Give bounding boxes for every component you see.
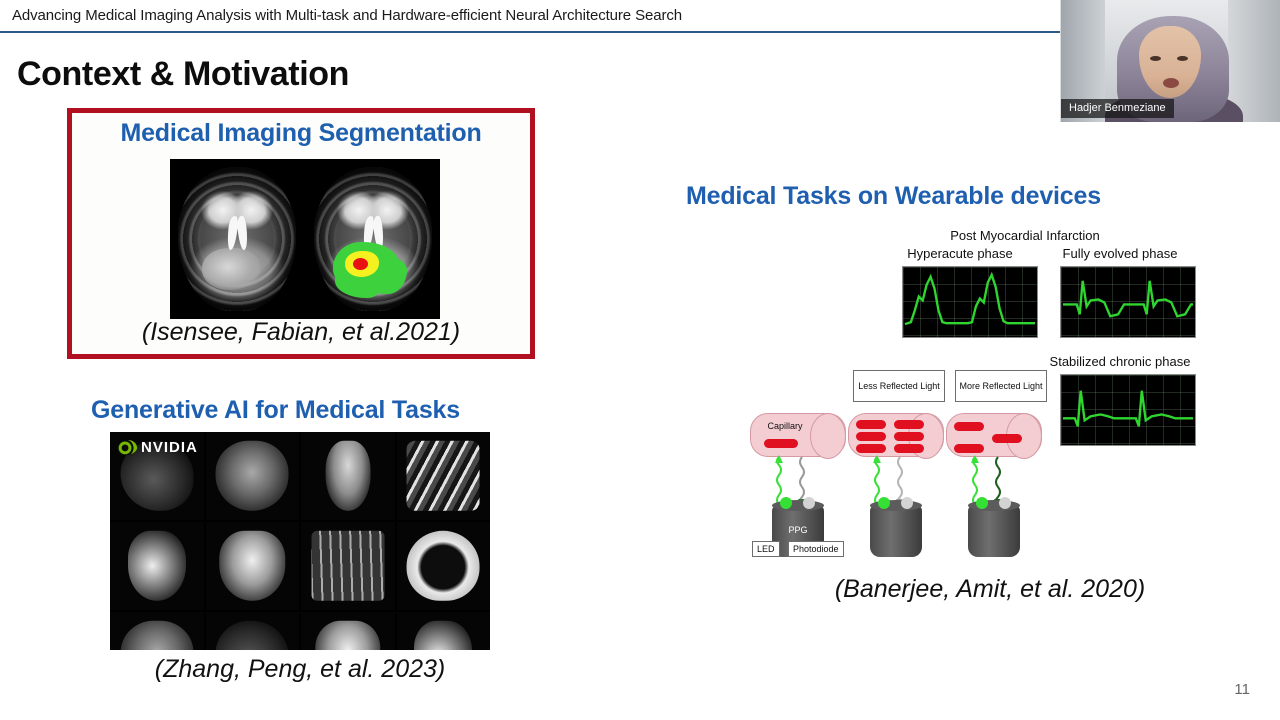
- ecg-trace-fully-evolved: [1060, 266, 1196, 338]
- red-blood-cell: [856, 444, 886, 453]
- ppg-diagram-low-perfusion: Capillary PPG LED Photodiode: [750, 413, 846, 558]
- brain-gyri-texture: [178, 167, 296, 311]
- scan-tile: [110, 612, 204, 650]
- led-tag: LED: [752, 541, 780, 557]
- scan-tile: [301, 432, 395, 520]
- ecg-label-hyperacute: Hyperacute phase: [907, 246, 1013, 261]
- page-title: Context & Motivation: [17, 55, 349, 93]
- segmentation-citation: (Isensee, Fabian, et al.2021): [141, 318, 461, 346]
- ecg-gridlines: [903, 267, 1037, 337]
- medical-scan-grid-figure: NVIDIA: [110, 432, 490, 650]
- ppg-sensor-label: PPG: [788, 525, 808, 535]
- red-blood-cell: [764, 439, 798, 448]
- emitted-light-wave: [971, 455, 979, 506]
- ecg-group-label: Post Myocardial Infarction: [950, 228, 1100, 243]
- scan-tile: [205, 522, 299, 610]
- ecg-waveform: [904, 271, 1036, 326]
- emitted-light-wave: [775, 455, 783, 506]
- red-blood-cell: [894, 444, 924, 453]
- page-number: 11: [1234, 681, 1250, 698]
- generative-citation: (Zhang, Peng, et al. 2023): [154, 655, 446, 683]
- brain-scan-raw: [178, 167, 296, 311]
- speaker-name-label: Hadjer Benmeziane: [1061, 99, 1174, 118]
- ecg-waveform: [1062, 390, 1194, 427]
- red-blood-cell: [954, 444, 984, 453]
- more-reflected-light-box: More Reflected Light: [955, 370, 1047, 402]
- led-emitter-icon: [976, 497, 988, 509]
- scan-tile: [110, 522, 204, 610]
- ppg-sensor: [968, 497, 1020, 557]
- ppg-diagram-high-perfusion: [848, 413, 944, 558]
- scan-tile: [396, 432, 490, 520]
- webcam-background-wall-right: [1228, 0, 1280, 122]
- scan-tile: [301, 612, 395, 650]
- ppg-sensor: [870, 497, 922, 557]
- red-blood-cell: [894, 432, 924, 441]
- wearable-figure: Post Myocardial Infarction Hyperacute ph…: [740, 228, 1200, 568]
- photodiode-icon: [803, 497, 815, 509]
- eye-left: [1150, 56, 1161, 61]
- presentation-title: Advancing Medical Imaging Analysis with …: [12, 7, 683, 24]
- emitted-light-wave: [873, 455, 881, 506]
- ecg-label-fully-evolved: Fully evolved phase: [1062, 246, 1178, 261]
- scan-tile: [301, 522, 395, 610]
- led-emitter-icon: [878, 497, 890, 509]
- mouth: [1163, 78, 1179, 88]
- segmentation-heading: Medical Imaging Segmentation: [120, 119, 482, 147]
- ecg-gridlines: [1061, 267, 1195, 337]
- photodiode-tag: Photodiode: [788, 541, 844, 557]
- eye-right: [1177, 56, 1188, 61]
- brain-scan-segmented: [314, 167, 432, 311]
- red-blood-cell: [856, 420, 886, 429]
- webcam-video-tile[interactable]: Hadjer Benmeziane: [1060, 0, 1280, 122]
- red-blood-cell: [894, 420, 924, 429]
- ecg-trace-hyperacute: [902, 266, 1038, 338]
- scan-tile: [205, 432, 299, 520]
- scan-tile: [205, 612, 299, 650]
- generative-heading: Generative AI for Medical Tasks: [91, 396, 460, 424]
- wearable-heading: Medical Tasks on Wearable devices: [686, 182, 1101, 210]
- nvidia-eye-icon: [115, 438, 139, 457]
- segmentation-panel: Medical Imaging Segmentation (Isensee, F…: [67, 108, 535, 359]
- ppg-diagram-medium-perfusion: [946, 413, 1042, 558]
- ecg-label-stabilized-chronic: Stabilized chronic phase: [1049, 354, 1191, 369]
- ecg-waveform: [1062, 280, 1194, 318]
- segmentation-overlay-core: [352, 257, 368, 270]
- scan-tile: [396, 612, 490, 650]
- capillary-label: Capillary: [767, 421, 803, 431]
- ecg-trace-stabilized-chronic: [1060, 374, 1196, 446]
- nvidia-logo: NVIDIA: [115, 438, 198, 457]
- less-reflected-light-box: Less Reflected Light: [853, 370, 945, 402]
- wearable-citation: (Banerjee, Amit, et al. 2020): [834, 575, 1146, 603]
- led-emitter-icon: [780, 497, 792, 509]
- lesion-region: [201, 247, 260, 290]
- brain-mri-segmentation-figure: [170, 159, 440, 319]
- red-blood-cell: [992, 434, 1022, 443]
- speaker-face: [1139, 26, 1201, 98]
- red-blood-cell: [954, 422, 984, 431]
- photodiode-icon: [901, 497, 913, 509]
- nvidia-wordmark: NVIDIA: [141, 439, 198, 456]
- red-blood-cell: [856, 432, 886, 441]
- scan-tile: [396, 522, 490, 610]
- capillary-vessel: [750, 413, 846, 459]
- photodiode-icon: [999, 497, 1011, 509]
